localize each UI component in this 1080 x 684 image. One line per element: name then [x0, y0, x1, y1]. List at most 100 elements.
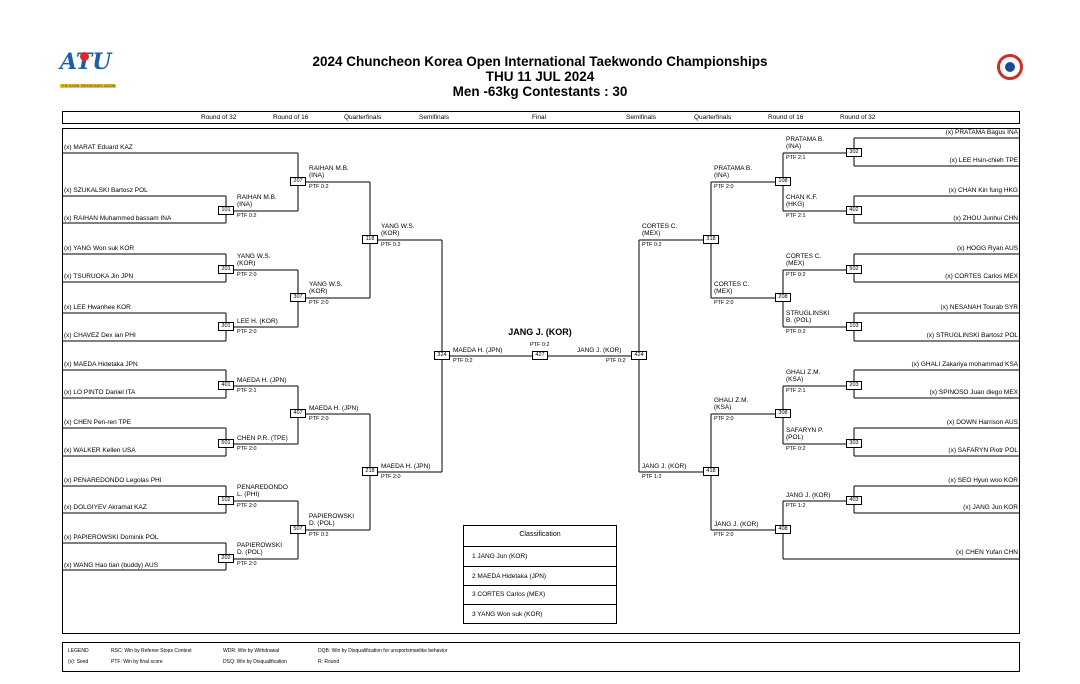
right-r16-winner-4: STRUGLINSKI — [786, 310, 830, 317]
match-box-108: 108 — [775, 177, 791, 186]
left-r16-winner-7-country: D. (POL) — [237, 549, 263, 556]
right-player-15: (x) CHEN Yufan CHN — [955, 549, 1018, 556]
match-box-203: 203 — [846, 381, 862, 390]
left-r16-winner-2: YANG W.S. — [237, 253, 271, 260]
round-label-left-r16: Round of 16 — [273, 114, 309, 121]
legend-dsq: DSQ: Win by Disqualification — [223, 659, 287, 665]
right-r16-score-2: PTF 2:1 — [786, 213, 806, 219]
left-qf-winner-4: PAPIEROWSKI — [309, 513, 355, 520]
right-player-8: (x) STRUGLINSKI Bartosz POL — [926, 332, 1018, 339]
right-qf-score-4: PTF 2:0 — [714, 532, 734, 538]
right-r16-winner-5-country: (KSA) — [786, 376, 804, 383]
legend-round: R: Round — [318, 659, 340, 665]
right-r16-winner-7: JANG J. (KOR) — [786, 492, 831, 499]
right-qf-winner-3-country: (KSA) — [714, 404, 732, 411]
left-r16-winner-1-country: (INA) — [237, 201, 253, 208]
legend-ptf: PTF: Win by final score — [111, 659, 163, 665]
match-box-318: 318 — [703, 235, 719, 244]
right-r16-score-1: PTF 2:1 — [786, 155, 806, 161]
classification-row-2: 2 MAEDA Hidetaka (JPN) — [464, 566, 616, 585]
right-finalist: JANG J. (KOR) — [577, 347, 622, 354]
right-player-11: (x) DOWN Harrison AUS — [946, 419, 1018, 426]
match-box-308: 308 — [775, 409, 791, 418]
right-qf-winner-4: JANG J. (KOR) — [714, 521, 759, 528]
champion: JANG J. (KOR) — [508, 327, 572, 337]
right-qf-score-1: PTF 2:0 — [714, 184, 734, 190]
left-r16-score-5: PTF 2:0 — [237, 446, 257, 452]
round-label-final: Final — [532, 114, 547, 121]
right-qf-winner-1-country: (INA) — [714, 172, 730, 179]
legend-label: LEGEND — [68, 648, 89, 654]
left-player-6: (x) LEE Hwanhee KOR — [64, 304, 131, 311]
right-sf-score-1: PTF 0:2 — [642, 242, 662, 248]
left-r16-winner-4: MAEDA H. (JPN) — [237, 377, 287, 384]
left-r16-winner-7: PAPIEROWSKI — [237, 542, 283, 549]
right-r16-score-5: PTF 2:1 — [786, 388, 806, 394]
left-qf-winner-3: MAEDA H. (JPN) — [309, 405, 359, 412]
match-box-301: 301 — [218, 322, 234, 331]
round-label-left-qf: Quarterfinals — [344, 114, 382, 121]
right-r16-winner-6-country: (POL) — [786, 434, 804, 441]
legend-dqb: DQB: Win by Disqualification for unsport… — [318, 648, 448, 654]
right-player-14: (x) JANG Jun KOR — [963, 504, 1018, 511]
right-player-13: (x) SEO Hyun woo KOR — [948, 477, 1018, 484]
match-box-502: 502 — [846, 265, 862, 274]
left-r16-winner-5: CHEN P.R. (TPE) — [237, 435, 288, 442]
left-player-9: (x) LO PINTO Daniel ITA — [64, 389, 136, 396]
right-player-6: (x) CORTES Carlos MEX — [945, 273, 1018, 280]
right-sf-winner-1-country: (MEX) — [642, 230, 661, 237]
right-r16-score-7: PTF 1:2 — [786, 503, 806, 509]
match-box-307: 307 — [290, 293, 306, 302]
left-player-4: (x) YANG Won suk KOR — [64, 245, 135, 252]
match-box-507: 507 — [290, 525, 306, 534]
classification-row-4: 3 YANG Won suk (KOR) — [464, 604, 616, 623]
left-r16-winner-3: LEE H. (KOR) — [237, 318, 278, 325]
left-r16-winner-1: RAIHAN M.B. — [237, 194, 277, 201]
left-qf-score-3: PTF 2:0 — [309, 416, 329, 422]
classification-row-3: 3 CORTES Carlos (MEX) — [464, 585, 616, 604]
legend-wdr: WDR: Win by Withdrawal — [223, 648, 280, 654]
right-player-9: (x) GHALI Zakariya mohammad KSA — [911, 361, 1018, 368]
match-box-202: 202 — [218, 554, 234, 563]
left-qf-winner-2: YANG W.S. — [309, 281, 343, 288]
left-r16-winner-6: PENAREDONDO — [237, 484, 288, 491]
match-box-407: 407 — [290, 409, 306, 418]
match-box-424: 424 — [631, 351, 647, 360]
left-player-12: (x) PENAREDONDO Legolas PHI — [64, 477, 162, 484]
right-qf-winner-2-country: (MEX) — [714, 288, 733, 295]
left-player-8: (x) MAEDA Hidetaka JPN — [64, 361, 138, 368]
right-r16-winner-2-country: (HKG) — [786, 201, 805, 208]
right-qf-score-3: PTF 2:0 — [714, 416, 734, 422]
right-r16-score-6: PTF 0:2 — [786, 446, 806, 452]
right-player-12: (x) SAFARYN Piotr POL — [948, 447, 1018, 454]
round-label-right-r32: Round of 32 — [840, 114, 876, 121]
match-box-402: 402 — [846, 206, 862, 215]
left-player-2: (x) SZUKALSKI Bartosz POL — [64, 187, 148, 194]
right-r16-winner-5: GHALI Z.M. — [786, 369, 821, 376]
right-qf-winner-3: GHALI Z.M. — [714, 397, 749, 404]
left-qf-winner-2-country: (KOR) — [309, 288, 328, 295]
right-qf-score-2: PTF 2:0 — [714, 300, 734, 306]
left-final-score: PTF 0:2 — [453, 358, 473, 364]
right-player-7: (x) NESANAH Tourab SYR — [940, 304, 1018, 311]
right-player-3: (x) CHAN Kin fung HKG — [948, 187, 1018, 194]
right-player-4: (x) ZHOU Junhui CHN — [953, 215, 1018, 222]
right-player-2: (x) LEE Hsin-chieh TPE — [949, 157, 1018, 164]
left-player-7: (x) CHAVEZ Dex ian PHI — [64, 332, 136, 339]
match-box-302: 302 — [846, 148, 862, 157]
left-player-5: (x) TSURUOKA Jin JPN — [64, 273, 134, 280]
left-sf-winner-2: MAEDA H. (JPN) — [381, 463, 431, 470]
match-box-324: 324 — [434, 351, 450, 360]
classification-row-1: 1 JANG Jun (KOR) — [464, 546, 616, 566]
match-box-208: 208 — [775, 293, 791, 302]
legend-seed: (x): Seed — [68, 659, 89, 665]
left-qf-winner-4-country: D. (POL) — [309, 520, 335, 527]
left-r16-score-6: PTF 2:0 — [237, 503, 257, 509]
left-sf-score-2: PTF 2:0 — [381, 474, 401, 480]
left-player-11: (x) WALKER Kellen USA — [64, 447, 136, 454]
round-label-right-sf: Semifinals — [626, 114, 656, 121]
left-player-13: (x) DOLGIYEV Akramat KAZ — [64, 504, 147, 511]
bracket-frame — [62, 128, 1020, 634]
round-label-left-r32: Round of 32 — [201, 114, 237, 121]
